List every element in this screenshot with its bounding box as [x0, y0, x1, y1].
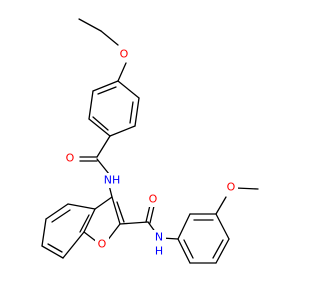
atom-nh-1: NH [104, 174, 121, 187]
bond-r1-b [134, 97, 140, 127]
atom-o-furan: O [98, 238, 107, 251]
bond-r2-a [67, 203, 96, 210]
atom-h-2: H [155, 245, 163, 258]
bond-c7a-c3a [83, 208, 96, 233]
bond-r3-a [177, 213, 191, 240]
bond-r2-d [41, 245, 64, 259]
bond-c2-o [106, 223, 121, 242]
bond-r3-d [215, 238, 230, 264]
bond-r1-a [117, 80, 140, 99]
bond-o-ch3 [235, 187, 259, 190]
bond-c2-c8 [119, 221, 149, 225]
bond-ring3-o [215, 196, 227, 215]
bond-r3-inner-3 [183, 239, 194, 259]
bond-r1-c [109, 125, 136, 137]
bond-ethyl-ch2-o [100, 30, 119, 46]
bond-r1-e [88, 90, 94, 120]
atom-o-ether-right: O [227, 181, 236, 194]
bond-r1-inner-2 [92, 116, 109, 131]
bond-o-ring1 [117, 62, 127, 82]
bond-r1-f [92, 80, 119, 92]
bond-o-c7a [83, 231, 98, 243]
bond-r3-c [215, 213, 230, 240]
bonds [41, 18, 259, 264]
bond-r2-c [41, 218, 47, 247]
bond-r1-inner-3 [97, 86, 117, 95]
bond-c1-nh [96, 158, 110, 175]
bond-r1-inner-1 [129, 101, 134, 124]
atom-o-carbonyl-2: O [149, 193, 158, 206]
molecule-diagram: O O NH O O N H O [41, 18, 259, 264]
bond-c8-o2-b [149, 205, 155, 224]
bond-ring1-c1 [96, 135, 111, 158]
atom-o-ether-top: O [120, 48, 129, 61]
atom-o-carbonyl-1: O [66, 152, 75, 165]
bond-r3-f [177, 238, 191, 264]
bond-r2-inner-3 [79, 214, 90, 233]
bond-ethyl-ch3 [78, 18, 102, 32]
bond-r3-inner-2 [212, 239, 224, 259]
atom-labels: O O NH O O N H O [62, 47, 238, 259]
atom-n-2: N [155, 231, 163, 244]
bond-r2-inner-1 [51, 209, 71, 223]
bond-r2-e [62, 231, 85, 259]
bond-r2-b [45, 203, 69, 220]
bond-r1-d [88, 118, 111, 137]
bond-c3-c3a [94, 196, 113, 210]
bond-c3-c2-b [116, 201, 125, 223]
structure-svg: O O NH O O N H O [41, 18, 259, 264]
bond-r2-inner-2 [47, 243, 63, 253]
bond-c3-c2-a [111, 196, 121, 225]
bond-c8-o2-a [145, 204, 151, 223]
